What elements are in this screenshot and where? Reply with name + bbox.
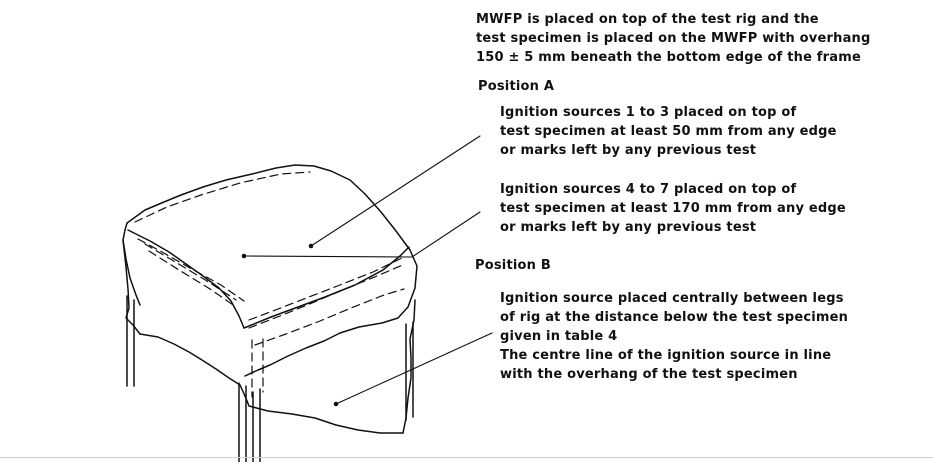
position-b-line-3: given in table 4: [500, 329, 618, 344]
leader-position-a-sources-4-7: [243, 211, 481, 258]
position-b-line-5: with the overhang of the test specimen: [500, 367, 798, 382]
position-a-sources-1-3-line-1: Ignition sources 1 to 3 placed on top of: [500, 105, 797, 120]
leader-position-a-sources-1-3: [310, 135, 481, 247]
specimen-overhang-front-left: [139, 333, 246, 397]
rig-leg-center-left: [238, 382, 247, 462]
mwfp-dashed-right: [248, 256, 405, 321]
top-note-line-2: test specimen is placed on the MWFP with…: [476, 31, 871, 46]
mwfp-dashed-base: [254, 288, 405, 346]
position-a-sources-4-7-line-3: or marks left by any previous test: [500, 220, 757, 235]
position-a-sources-4-7-line-1: Ignition sources 4 to 7 placed on top of: [500, 182, 797, 197]
position-b-line-4: The centre line of the ignition source i…: [500, 348, 832, 363]
position-a-heading: Position A: [478, 79, 555, 94]
position-b-heading: Position B: [475, 258, 551, 273]
position-a-point-4-7: [241, 253, 247, 259]
position-b-point: [333, 401, 339, 407]
specimen-overhang-bottom: [244, 395, 404, 434]
leader-position-b: [335, 332, 493, 405]
rig-leg-center-right: [252, 388, 261, 462]
specimen-front-outline: [127, 229, 245, 329]
specimen-right-front-outline: [243, 246, 410, 329]
top-note-line-3: 150 ± 5 mm beneath the bottom edge of th…: [476, 50, 862, 65]
mwfp-dashed-right-2: [248, 263, 406, 329]
scan-bottom-edge: [0, 457, 933, 458]
mwfp-dashed-top: [134, 171, 311, 223]
rig-leg-left: [126, 295, 135, 387]
mwfp-dashed-inner-left-2: [148, 250, 237, 308]
specimen-left-outline: [122, 222, 141, 306]
position-b-line-1: Ignition source placed centrally between…: [500, 291, 844, 306]
position-a-point-1-3: [308, 243, 314, 249]
position-a-sources-1-3-line-3: or marks left by any previous test: [500, 143, 757, 158]
specimen-overhang-left: [122, 239, 141, 335]
position-a-sources-1-3-line-2: test specimen at least 50 mm from any ed…: [500, 124, 837, 139]
mwfp-dashed-inner-left: [144, 243, 237, 301]
position-b-line-2: of rig at the distance below the test sp…: [500, 310, 849, 325]
specimen-top-outline: [126, 164, 418, 377]
position-a-sources-4-7-line-2: test specimen at least 170 mm from any e…: [500, 201, 846, 216]
mwfp-dashed-left: [137, 238, 245, 302]
top-note-line-1: MWFP is placed on top of the test rig an…: [476, 12, 819, 27]
